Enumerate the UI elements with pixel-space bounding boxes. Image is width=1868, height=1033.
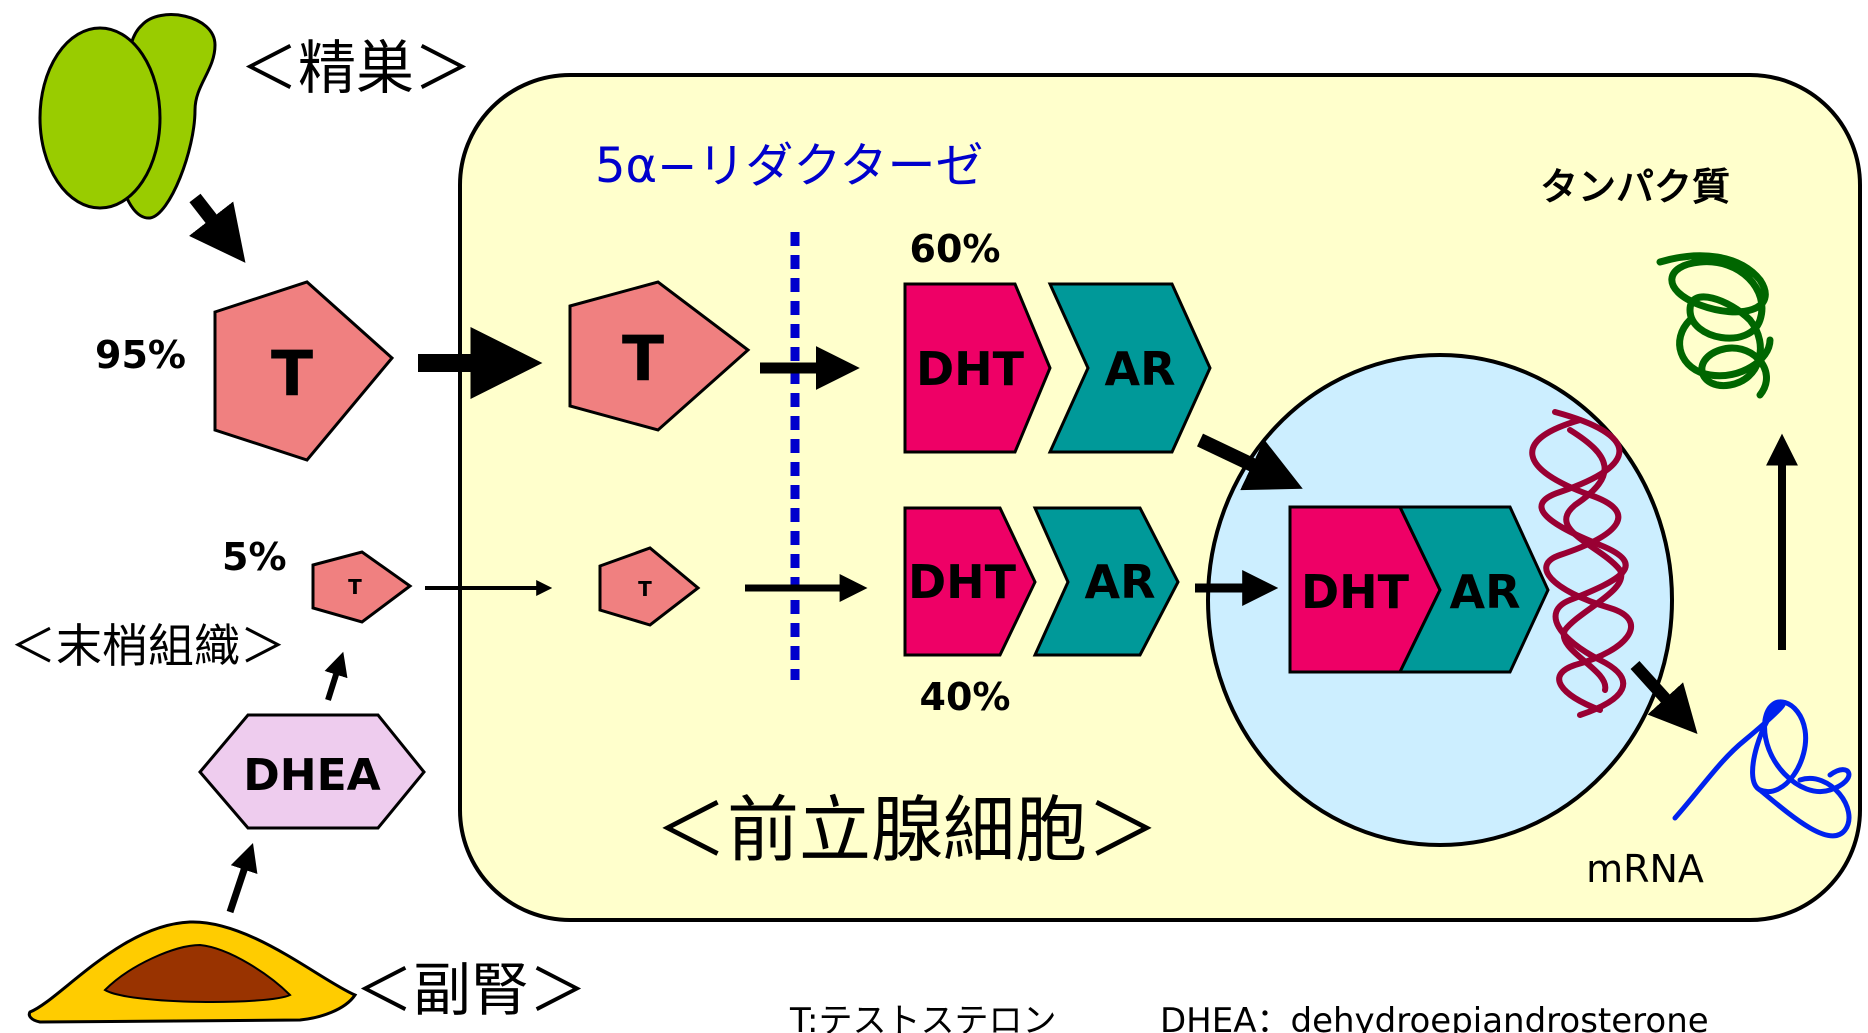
pct-40: 40% (920, 675, 1011, 719)
protein-tangle-icon (1656, 252, 1774, 399)
t-label-inner: T (622, 322, 664, 395)
ar-chevron-upper (1047, 282, 1212, 454)
mrna-label: mRNA (1586, 847, 1704, 891)
arrow-testis-to-t (188, 193, 246, 263)
enzyme-label: 5α−リダクターゼ (595, 138, 983, 194)
dht-chevron-upper (903, 282, 1052, 454)
dhea-label: DHEA (243, 750, 380, 801)
arrow-dna-to-mrna (1630, 660, 1698, 735)
ar-chevron-nucleus (1397, 505, 1550, 674)
arrow-peripheral-to-small-t (324, 651, 348, 701)
testosterone-pentagon-inner (568, 280, 751, 432)
peripheral-tissue-label: ＜末梢組織＞ (10, 619, 286, 673)
t-label-small-left: T (348, 575, 362, 599)
pct-95: 95% (95, 333, 186, 377)
adrenal-label: ＜副腎＞ (355, 956, 587, 1024)
prostate-cell-label: ＜前立腺細胞＞ (655, 788, 1159, 872)
dna-helix-icon (1529, 409, 1634, 718)
t-label-left: T (271, 337, 313, 410)
legend-testosterone: T:テストステロン (789, 1001, 1057, 1033)
ar-chevron-lower (1032, 506, 1180, 657)
legend-dhea: DHEA：dehydroepiandrosterone (1160, 1001, 1709, 1033)
testosterone-pentagon-left (213, 280, 395, 462)
pct-60: 60% (910, 227, 1001, 271)
testis-icon (38, 13, 217, 220)
adrenal-gland-icon (27, 920, 358, 1024)
testosterone-pentagon-small-inner (598, 546, 701, 627)
pct-5: 5% (222, 535, 287, 579)
testis-label: ＜精巣＞ (240, 34, 472, 102)
dht-chevron-lower (903, 506, 1037, 657)
testosterone-pentagon-small-left (311, 550, 413, 624)
mrna-strand-icon (1672, 699, 1852, 839)
ar-label-upper: AR (1104, 342, 1175, 396)
arrow-complex-to-nucleus (1196, 433, 1303, 491)
dhea-hexagon (198, 713, 426, 830)
dht-label-nucleus: DHT (1301, 565, 1410, 619)
arrow-adrenal-to-dhea (226, 843, 258, 914)
ar-label-nucleus: AR (1449, 565, 1520, 619)
ar-label-lower: AR (1084, 555, 1155, 609)
protein-label: タンパク質 (1540, 165, 1730, 209)
dht-label-upper: DHT (916, 342, 1025, 396)
t-label-small-inner: T (638, 577, 652, 601)
dht-label-lower: DHT (908, 555, 1017, 609)
